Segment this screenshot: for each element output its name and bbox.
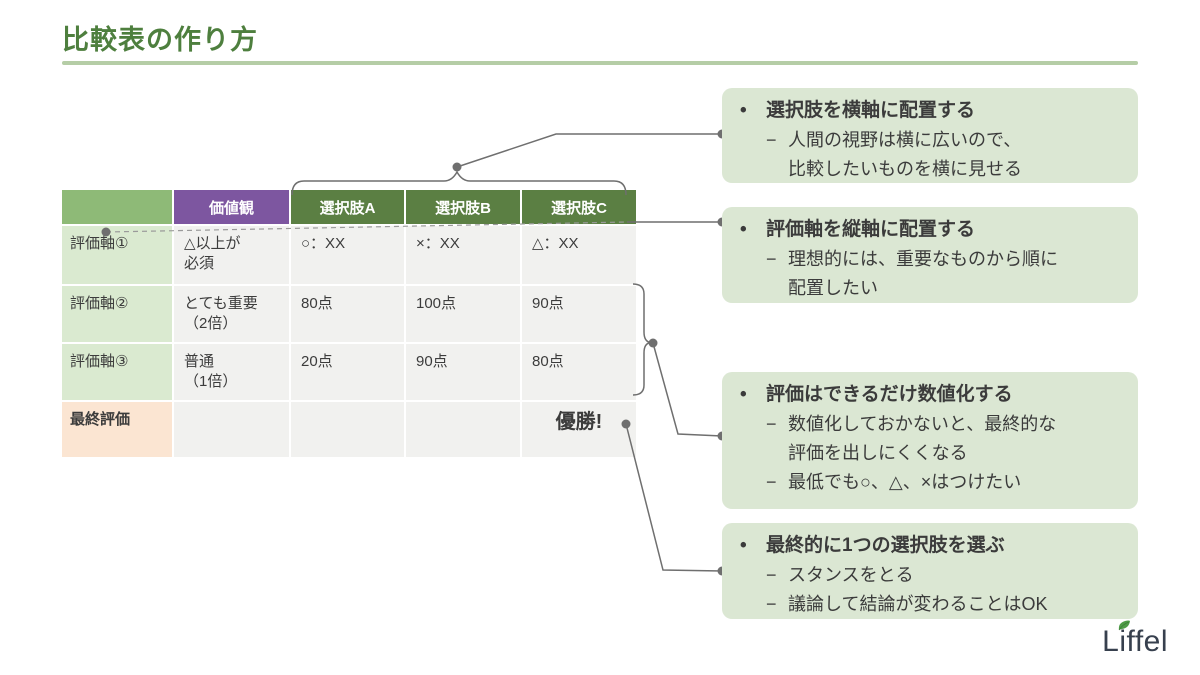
callout-sub-line: 評価を出しにくくなる [788,439,1124,468]
callout-sub-text: 配置したい [788,278,878,298]
comparison-table: 価値観 選択肢A 選択肢B 選択肢C 評価軸① △以上が 必須 ○：XX ×：X… [62,190,636,457]
page-title: 比較表の作り方 [62,25,258,55]
cell-line: （2倍） [184,315,238,333]
cell-line: 20点 [301,353,333,370]
row-label-axis2: 評価軸② [62,286,172,342]
cell-line: 必須 [184,255,215,273]
callout-sub-text: 議論して結論が変わることはOK [788,594,1048,614]
header-cell-blank [62,190,172,224]
callout-sub-line: − 数値化しておかないと、最終的な [766,410,1124,439]
table-cell [406,402,520,457]
dash-icon: − [766,472,777,492]
table-cell: 20点 [291,344,404,400]
callout-title: • 評価はできるだけ数値化する [736,380,1124,410]
bullet-icon: • [740,100,747,121]
cell-line: 100点 [416,295,457,312]
table-cell: △以上が 必須 [174,226,289,284]
cell-line: 90点 [416,353,448,370]
header-cell-option-a: 選択肢A [291,190,404,224]
header-cell-values: 価値観 [174,190,289,224]
header-cell-option-c: 選択肢C [522,190,636,224]
callout-sub-text: 比較したいものを横に見せる [788,159,1022,179]
connector-line-3 [652,342,723,437]
title-rule [62,61,1138,65]
table-cell: 普通 （1倍） [174,344,289,400]
row-label-axis1: 評価軸① [62,226,172,284]
callout-sub-text: 人間の視野は横に広いので、 [788,130,1022,150]
table-cell: 80点 [522,344,636,400]
callout-title-text: 評価軸を縦軸に配置する [766,219,976,240]
callout-sub-line: − スタンスをとる [766,561,1124,590]
callout-sub-line: 比較したいものを横に見せる [788,155,1124,184]
cell-line: （1倍） [184,373,238,391]
cell-line: 90点 [532,295,564,312]
dash-icon: − [766,130,777,150]
callout-sub-line: − 理想的には、重要なものから順に [766,245,1124,274]
connector-line-1 [456,133,722,168]
callout-sub-text: 理想的には、重要なものから順に [788,249,1058,269]
callout-sub-line: 配置したい [788,274,1124,303]
table-cell [174,402,289,457]
callout-sub-text: スタンスをとる [788,565,914,585]
callout-title: • 最終的に1つの選択肢を選ぶ [736,531,1124,561]
table-cell: とても重要 （2倍） [174,286,289,342]
callout-sub-text: 数値化しておかないと、最終的な [788,414,1057,434]
cell-line: 80点 [532,353,564,370]
row-label-axis3: 評価軸③ [62,344,172,400]
callout-sub-text: 評価を出しにくくなる [788,443,968,463]
dash-icon: − [766,414,777,434]
table-cell: 100点 [406,286,520,342]
table-cell: 90点 [522,286,636,342]
callout-choose-one-option: • 最終的に1つの選択肢を選ぶ − スタンスをとる − 議論して結論が変わること… [722,523,1138,619]
dash-icon: − [766,249,777,269]
dash-icon: − [766,594,777,614]
leaf-icon [1118,620,1131,631]
cell-line: △以上が [184,235,241,252]
table-cell: ○：XX [291,226,404,284]
header-cell-option-b: 選択肢B [406,190,520,224]
connector-line-4 [625,423,723,572]
table-cell: 80点 [291,286,404,342]
callout-title: • 評価軸を縦軸に配置する [736,215,1124,245]
table-cell: ×：XX [406,226,520,284]
cell-line: 普通 [184,353,215,370]
bullet-icon: • [740,384,747,405]
callout-options-horizontal: • 選択肢を横軸に配置する − 人間の視野は横に広いので、 比較したいものを横に… [722,88,1138,183]
callout-axes-vertical: • 評価軸を縦軸に配置する − 理想的には、重要なものから順に 配置したい [722,207,1138,303]
bullet-icon: • [740,535,747,556]
logo: Liffel [1102,620,1168,659]
connector-dot [452,162,462,172]
table-cell: 90点 [406,344,520,400]
cell-line: ×：XX [416,235,460,252]
dash-icon: − [766,565,777,585]
bullet-icon: • [740,219,747,240]
callout-numeric-evaluation: • 評価はできるだけ数値化する − 数値化しておかないと、最終的な 評価を出しに… [722,372,1138,509]
callout-title-text: 最終的に1つの選択肢を選ぶ [766,535,1005,556]
winner-cell: 優勝! [522,402,636,457]
cell-line: △：XX [532,235,579,252]
callout-title-text: 選択肢を横軸に配置する [766,100,976,121]
cell-line: とても重要 [184,295,258,312]
table-cell [291,402,404,457]
callout-title-text: 評価はできるだけ数値化する [766,384,1013,405]
cell-line: 80点 [301,295,333,312]
callout-sub-line: − 議論して結論が変わることはOK [766,590,1124,619]
table-cell: △：XX [522,226,636,284]
connector-dot [648,338,658,348]
callout-sub-line: − 人間の視野は横に広いので、 [766,126,1124,155]
callout-title: • 選択肢を横軸に配置する [736,96,1124,126]
logo-text: Liffel [1102,625,1168,658]
callout-sub-text: 最低でも○、△、×はつけたい [788,472,1022,492]
cell-line: ○：XX [301,235,346,252]
callout-sub-line: − 最低でも○、△、×はつけたい [766,468,1124,497]
row-label-final: 最終評価 [62,402,172,457]
